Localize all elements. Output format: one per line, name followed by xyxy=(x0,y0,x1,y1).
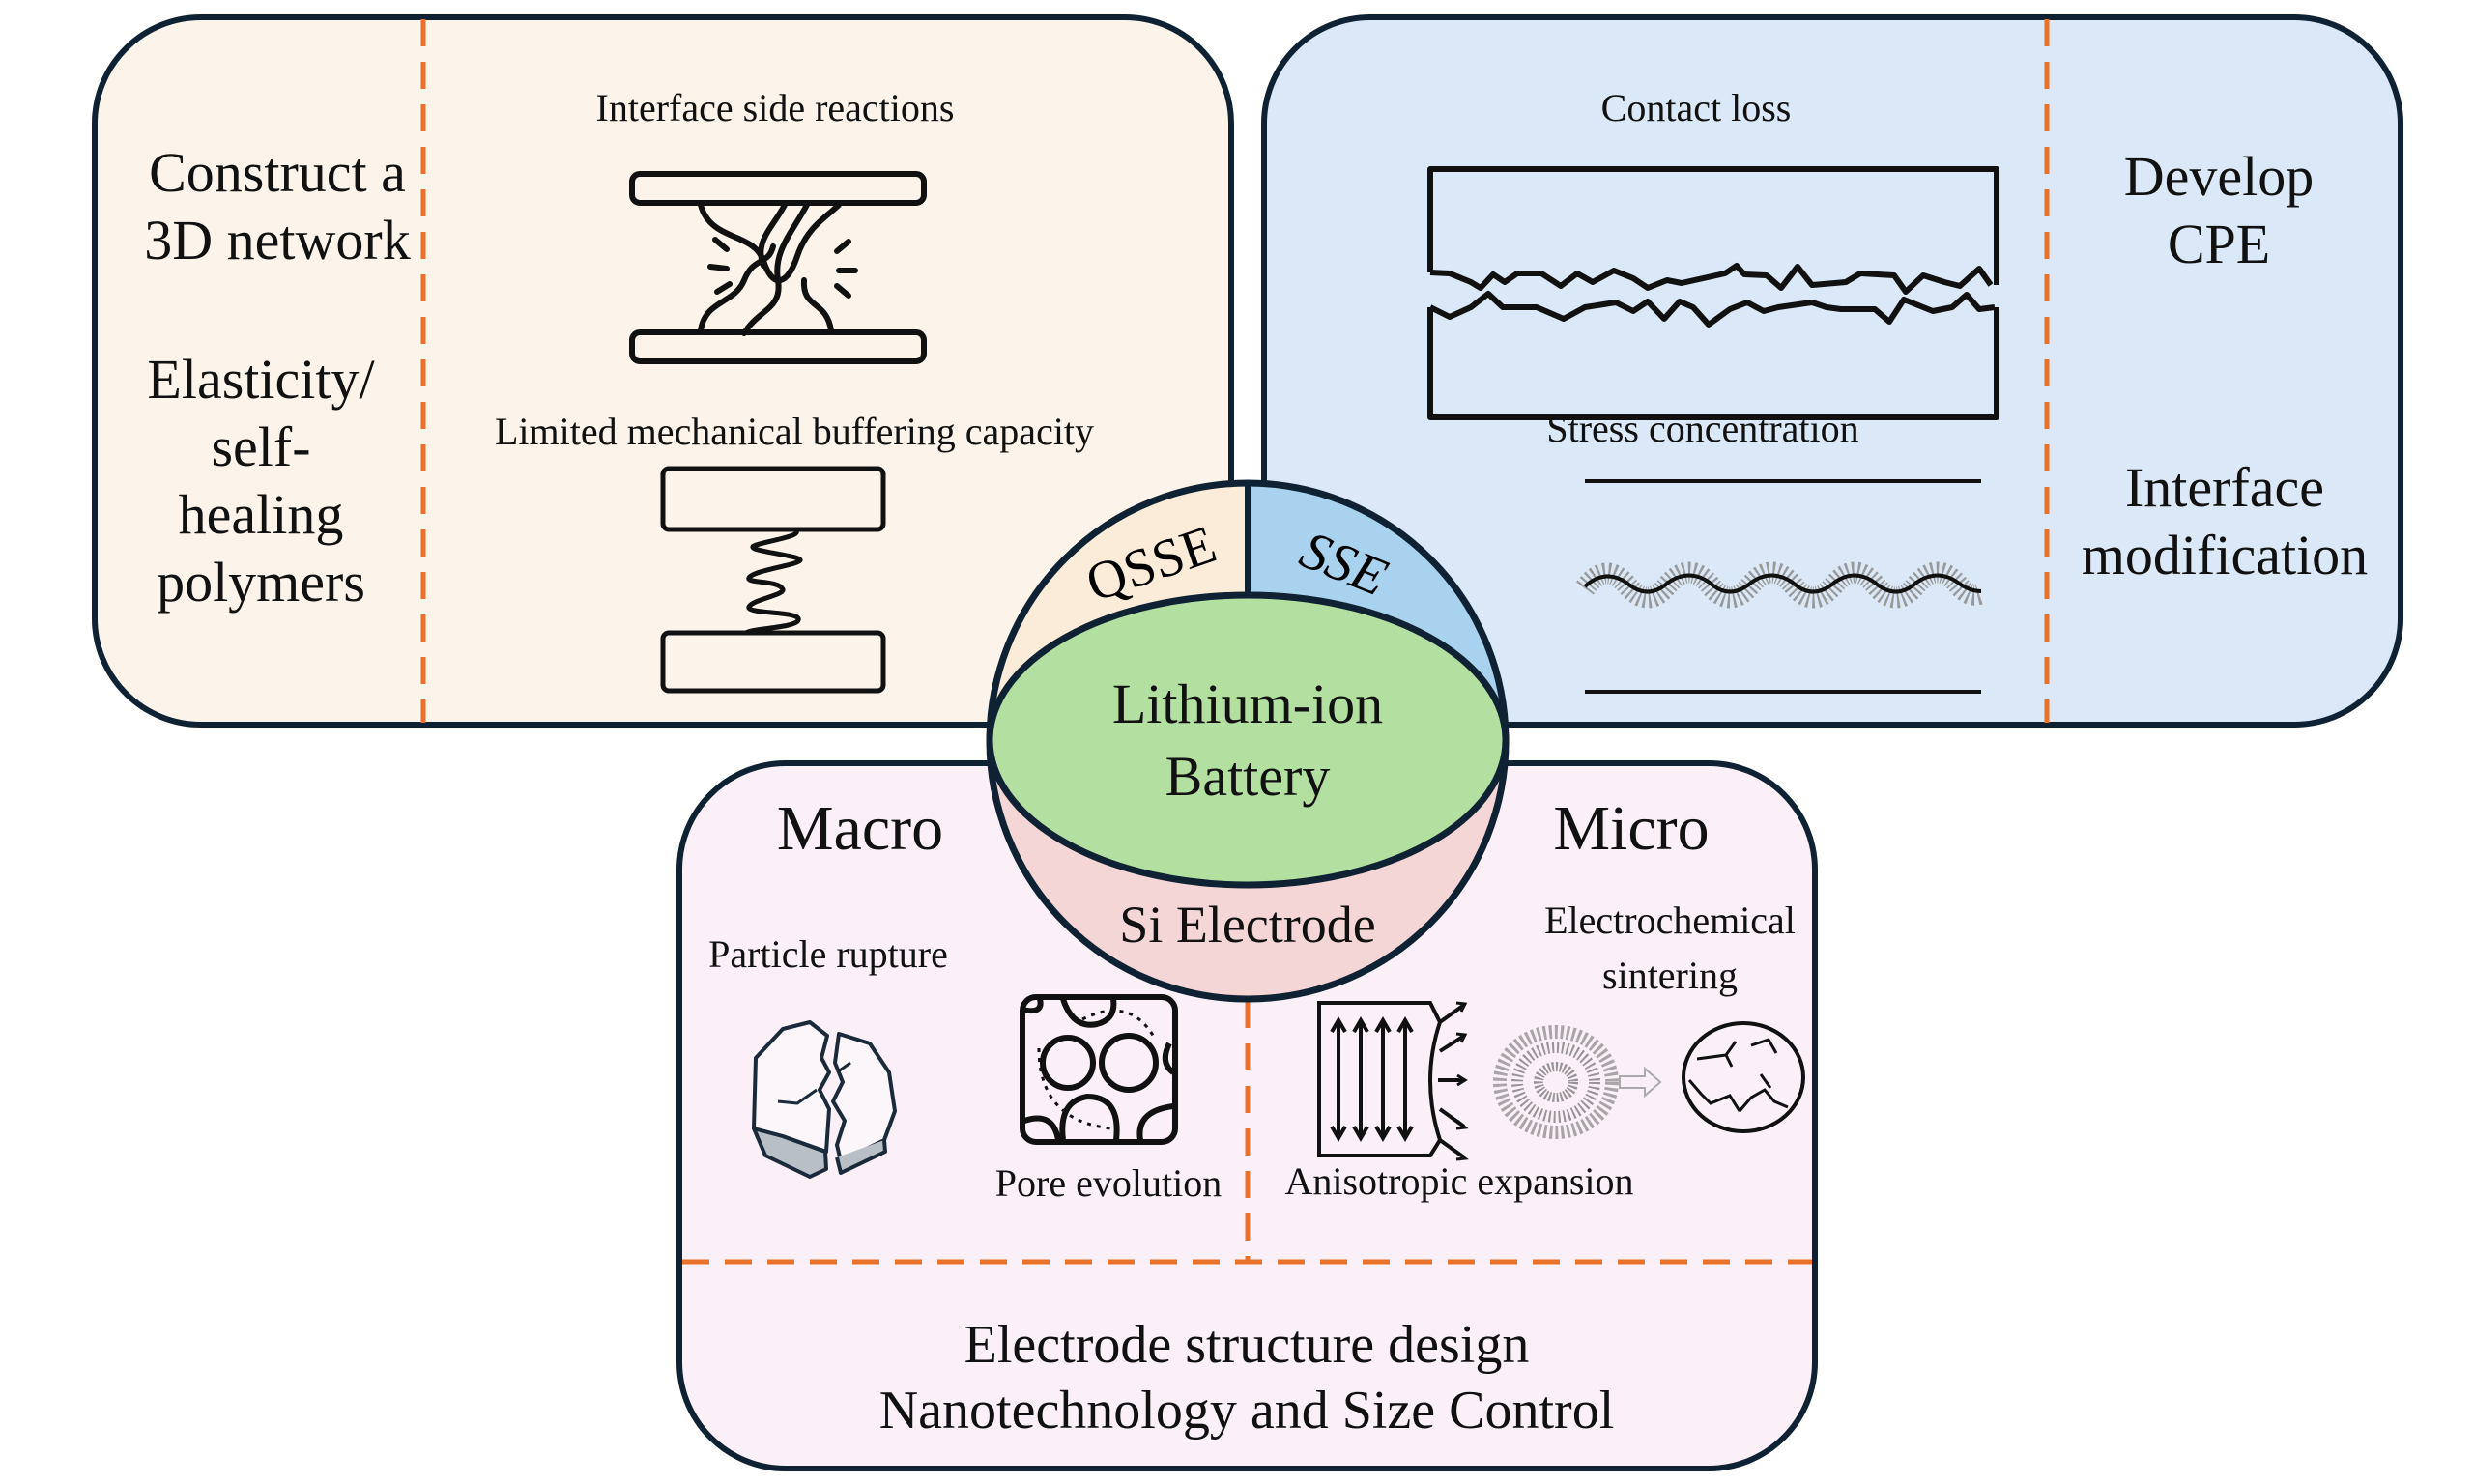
contact-loss-icon xyxy=(1427,166,1999,420)
macro-title: Macro xyxy=(776,793,944,864)
qsse-panel xyxy=(92,14,1234,728)
interface-reaction-icon xyxy=(629,171,927,364)
battery-ellipse xyxy=(986,591,1510,889)
qsse-strategy-2b: self- xyxy=(211,415,311,478)
si-electrode-label: Si Electrode xyxy=(1119,896,1376,954)
stress-wave-icon xyxy=(1576,479,1986,694)
qsse-strategy-2: Elasticity/ xyxy=(147,348,375,411)
qsse-strategy-2d: polymers xyxy=(157,551,365,614)
sse-strategy-interface: Interface xyxy=(2124,456,2325,519)
si-strategy-structure-design: Electrode structure design xyxy=(964,1315,1530,1375)
problem-limited-buffering: Limited mechanical buffering capacity xyxy=(494,410,1095,453)
label-sintering: sintering xyxy=(1602,954,1738,997)
center-title-line1: Lithium-ion xyxy=(1111,672,1384,735)
label-electrochemical: Electrochemical xyxy=(1544,899,1796,942)
qsse-strategy-1: Construct a xyxy=(149,141,406,204)
si-strategy-nanotech: Nanotechnology and Size Control xyxy=(878,1381,1615,1441)
sintering-icon xyxy=(1493,1021,1805,1139)
label-anisotropic-expansion: Anisotropic expansion xyxy=(1284,1159,1634,1203)
problem-stress-concentration: Stress concentration xyxy=(1546,407,1859,450)
spring-buffer-icon xyxy=(660,466,886,694)
nanoparticle-cluster xyxy=(1493,1025,1619,1139)
problem-interface-side-reactions: Interface side reactions xyxy=(595,86,955,129)
label-pore-evolution: Pore evolution xyxy=(994,1161,1223,1205)
qsse-strategy-1b: 3D network xyxy=(144,209,411,271)
center-sphere: QSSE SSE xyxy=(986,479,1510,1003)
sse-strategy-modification: modification xyxy=(2081,524,2369,586)
qsse-strategy-2c: healing xyxy=(178,483,344,546)
micro-title: Micro xyxy=(1553,793,1710,864)
label-particle-rupture: Particle rupture xyxy=(708,932,948,976)
sintered-particle xyxy=(1682,1021,1805,1133)
sse-strategy-cpe: CPE xyxy=(2167,213,2271,275)
center-title-line2: Battery xyxy=(1165,745,1331,808)
pore-evolution-icon xyxy=(1020,994,1178,1145)
sse-panel xyxy=(1261,14,2403,728)
hollow-arrow xyxy=(1619,1066,1662,1099)
problem-contact-loss: Contact loss xyxy=(1600,86,1792,129)
cracked-particle-icon xyxy=(752,1020,897,1179)
sse-strategy-develop: Develop xyxy=(2123,145,2315,208)
anisotropic-expansion-icon xyxy=(1317,1001,1469,1161)
